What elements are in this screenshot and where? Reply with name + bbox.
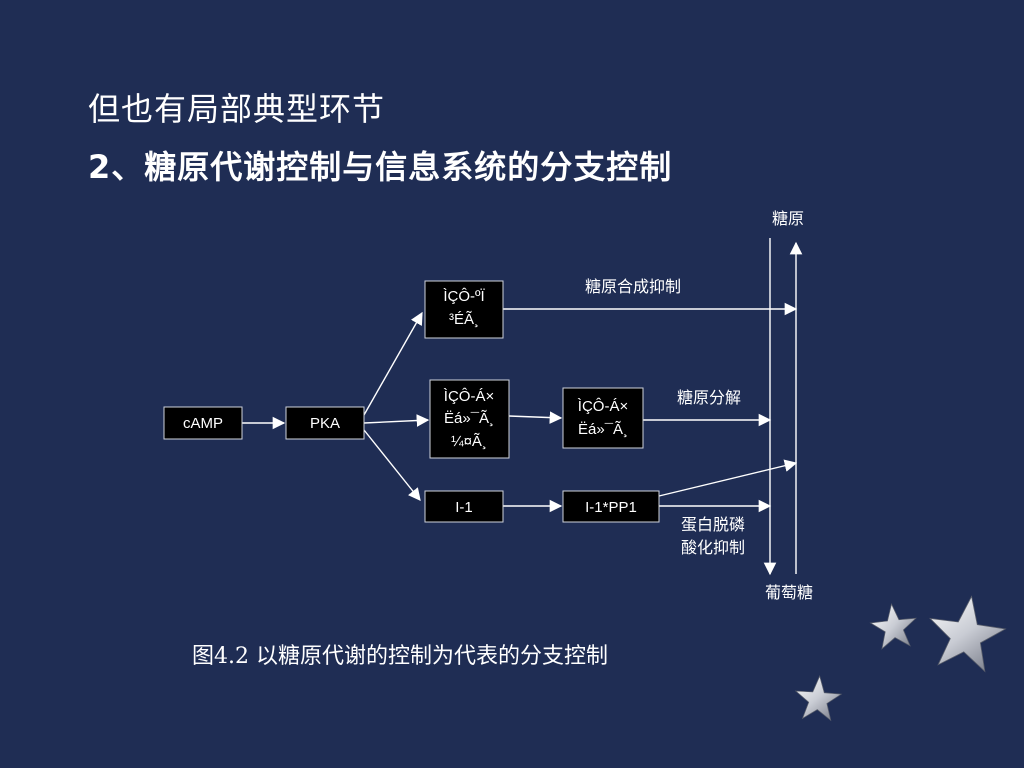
- node-mid-line-1: ÌÇÔ-Á×: [444, 388, 494, 405]
- label-glycogenolysis: 糖原分解: [677, 388, 741, 407]
- node-mid-line-2: Ëá»¯Ã¸: [444, 410, 494, 427]
- heading-line-2: 2、糖原代谢控制与信息系统的分支控制: [88, 148, 673, 186]
- heading-line-1: 但也有局部典型环节: [88, 90, 386, 128]
- label-dephosphorylation-1: 蛋白脱磷: [681, 515, 745, 534]
- diagram-arrows: [242, 238, 803, 576]
- node-mid-line-3: ¼¤Ã¸: [451, 433, 487, 450]
- node-phosphorylase: ÌÇÔ-Á× Ëá»¯Ã¸: [562, 387, 644, 449]
- arrow-pp1-up: [658, 459, 798, 497]
- label-glucose: 葡萄糖: [765, 583, 813, 602]
- arrow-mid-right: [508, 411, 563, 424]
- node-phosphorylase-kinase: ÌÇÔ-Á× Ëá»¯Ã¸ ¼¤Ã¸: [429, 379, 510, 459]
- arrow-pka-mid: [363, 414, 430, 427]
- node-top-line-2: ³ÉÃ¸: [449, 311, 479, 328]
- star-icon: [928, 595, 1007, 673]
- node-pka-label: PKA: [310, 415, 340, 432]
- node-top-line-1: ÌÇÔ-ºÏ: [443, 288, 485, 305]
- node-right-line-1: ÌÇÔ-Á×: [578, 398, 628, 415]
- arrow-pka-top: [363, 311, 423, 416]
- star-icon: [869, 603, 917, 650]
- node-pka: PKA: [285, 406, 365, 440]
- node-i1-pp1-label: I-1*PP1: [585, 499, 637, 516]
- arrow-pka-i1: [363, 429, 421, 501]
- node-i1: I-1: [424, 490, 504, 523]
- node-i1-label: I-1: [455, 499, 473, 516]
- star-icon: [794, 674, 843, 722]
- label-dephosphorylation-2: 酸化抑制: [681, 538, 745, 557]
- figure-caption: 图4.2 以糖原代谢的控制为代表的分支控制: [192, 644, 608, 669]
- node-i1-pp1: I-1*PP1: [562, 490, 660, 523]
- node-camp: cAMP: [163, 406, 243, 440]
- label-synthesis-inhibit: 糖原合成抑制: [585, 277, 681, 296]
- node-right-line-2: Ëá»¯Ã¸: [578, 421, 628, 438]
- label-glycogen: 糖原: [772, 209, 804, 228]
- node-glycogen-synthase: ÌÇÔ-ºÏ ³ÉÃ¸: [424, 280, 504, 339]
- node-camp-label: cAMP: [183, 415, 223, 432]
